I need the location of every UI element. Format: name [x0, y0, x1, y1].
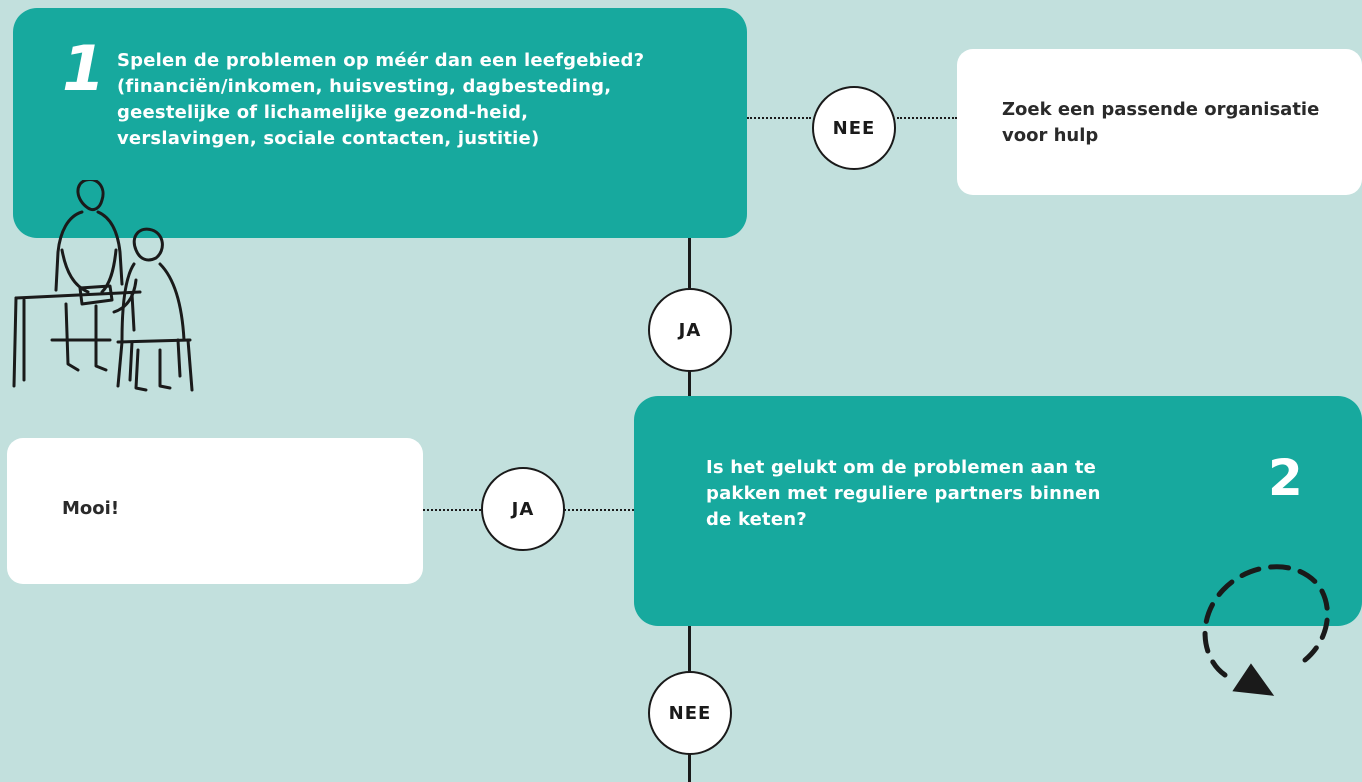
- question-box-2: [634, 396, 1362, 626]
- connector-nee-1-right: [897, 117, 957, 119]
- question-box-1: [13, 8, 747, 238]
- step-number-1: 1: [62, 32, 106, 105]
- dashed-loop-arrow-icon: [1202, 564, 1330, 696]
- connector-nee-2-down: [688, 754, 691, 782]
- connector-step2-down: [688, 626, 691, 672]
- connector-ja-1-down: [688, 370, 691, 396]
- connector-ja-2-right: [564, 509, 634, 511]
- outcome-text-no: Zoek een passende organisatie voor hulp: [1002, 99, 1320, 146]
- ja-circle-2: JA: [481, 467, 565, 551]
- outcome-box-success: [7, 438, 423, 584]
- question-text-2: Is het gelukt om de problemen aan te pak…: [706, 457, 1101, 530]
- ja-circle-1: JA: [648, 288, 732, 372]
- outcome-box-no: [957, 49, 1362, 195]
- outcome-text-success: Mooi!: [62, 498, 120, 519]
- question-text-1: Spelen de problemen op méér dan een leef…: [117, 50, 645, 149]
- connector-step1-down: [688, 238, 691, 288]
- connector-ja-2-left: [423, 509, 481, 511]
- connector-nee-1-left: [747, 117, 811, 119]
- two-people-at-table-illustration: [12, 180, 194, 392]
- nee-circle-1: NEE: [812, 86, 896, 170]
- step-number-2: 2: [1268, 449, 1303, 507]
- nee-circle-2: NEE: [648, 671, 732, 755]
